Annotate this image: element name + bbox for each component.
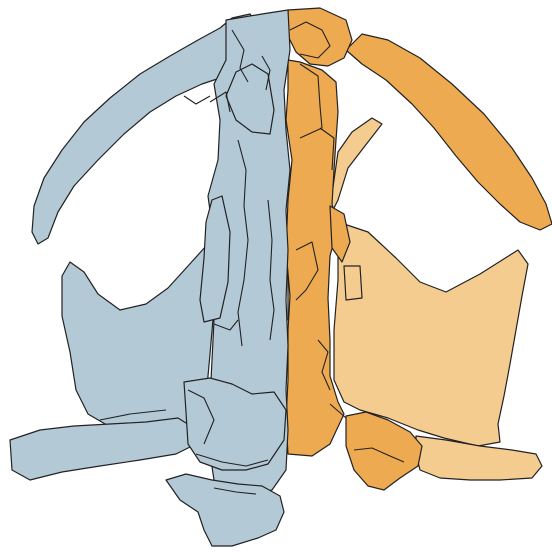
left-jaw-bar-bone bbox=[10, 418, 194, 480]
left-central-lower-bone bbox=[184, 378, 286, 470]
right-top-block-bone bbox=[288, 8, 352, 66]
right-small-lobe-bone bbox=[344, 266, 362, 300]
right-arch-bone bbox=[346, 34, 552, 230]
